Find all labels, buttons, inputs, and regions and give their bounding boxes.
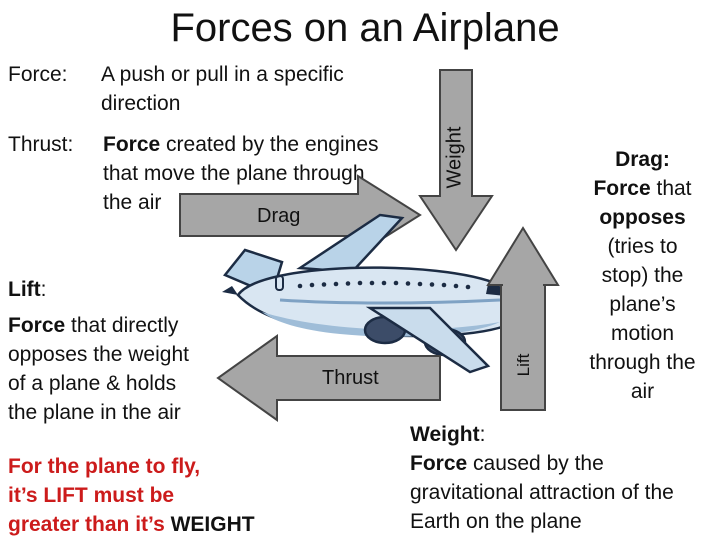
weight-arrow-label: Weight [443, 126, 466, 189]
drag-bold-force: Force [593, 177, 651, 200]
drag-line3: opposes [599, 206, 686, 229]
force-definition-line1: A push or pull in a specific [101, 63, 344, 86]
drag-line2: that [650, 177, 692, 200]
drag-line6: plane’s [609, 293, 676, 316]
weight-colon: : [479, 423, 486, 446]
note-line1: For the plane to fly, [8, 455, 201, 478]
weight-line3: Earth on the plane [410, 510, 582, 533]
tail-cone [222, 286, 238, 295]
fly-condition-note: For the plane to fly, it’s LIFT must be … [8, 452, 255, 539]
thrust-arrow [216, 334, 441, 422]
lift-line4: the plane in the air [8, 401, 181, 424]
note-line2-a: it’s [8, 484, 44, 507]
drag-line5: stop) the [601, 264, 684, 287]
lift-line3: of a plane & holds [8, 372, 177, 395]
lift-label: Lift [8, 278, 41, 301]
fuselage-stripe [279, 298, 501, 305]
airplane-illustration [222, 213, 522, 374]
note-line3-a: greater than it’s [8, 513, 171, 536]
thrust-arrow-label: Thrust [322, 367, 379, 389]
weight-line1: caused by the [467, 452, 604, 475]
lift-arrow-join [503, 283, 543, 287]
lift-bold-force: Force [8, 314, 66, 337]
lift-definition: Lift: Force that directly opposes the we… [8, 275, 189, 427]
drag-line9: air [630, 380, 655, 403]
drag-arrow-label: Drag [257, 205, 301, 227]
note-weight-word: WEIGHT [170, 513, 255, 536]
drag-line7: motion [610, 322, 675, 345]
thrust-bold-force: Force [103, 133, 161, 156]
drag-line4: (tries to [607, 235, 678, 258]
near-wing [365, 306, 491, 374]
drag-definition: Drag: Force that opposes (tries to stop)… [570, 145, 715, 406]
weight-line2: gravitational attraction of the [410, 481, 674, 504]
thrust-line1: created by the engines [160, 133, 379, 156]
page-title: Forces on an Airplane [170, 6, 560, 50]
thrust-line2: that move the plane through [103, 162, 365, 185]
drag-line8: through the [589, 351, 696, 374]
note-lift-word: LIFT [43, 484, 88, 507]
note-line2-c: must be [87, 484, 175, 507]
lift-arrow-label: Lift [514, 353, 533, 377]
drag-label: Drag: [615, 148, 670, 171]
door [275, 275, 284, 291]
lift-colon: : [40, 278, 47, 301]
cabin-windows [297, 280, 471, 290]
lift-line2: opposes the weight [8, 343, 189, 366]
lift-line1: that directly [65, 314, 179, 337]
force-definition: A push or pull in a specific direction [101, 60, 344, 118]
force-definition-line2: direction [101, 92, 181, 115]
weight-bold-force: Force [410, 452, 468, 475]
weight-definition: Weight: Force caused by the gravitationa… [410, 420, 674, 536]
weight-arrow [418, 69, 494, 252]
thrust-label: Thrust: [8, 133, 74, 156]
thrust-definition: Force created by the engines that move t… [103, 130, 379, 217]
thrust-line3: the air [103, 191, 162, 214]
weight-label: Weight [410, 423, 480, 446]
force-label: Force: [8, 63, 68, 86]
